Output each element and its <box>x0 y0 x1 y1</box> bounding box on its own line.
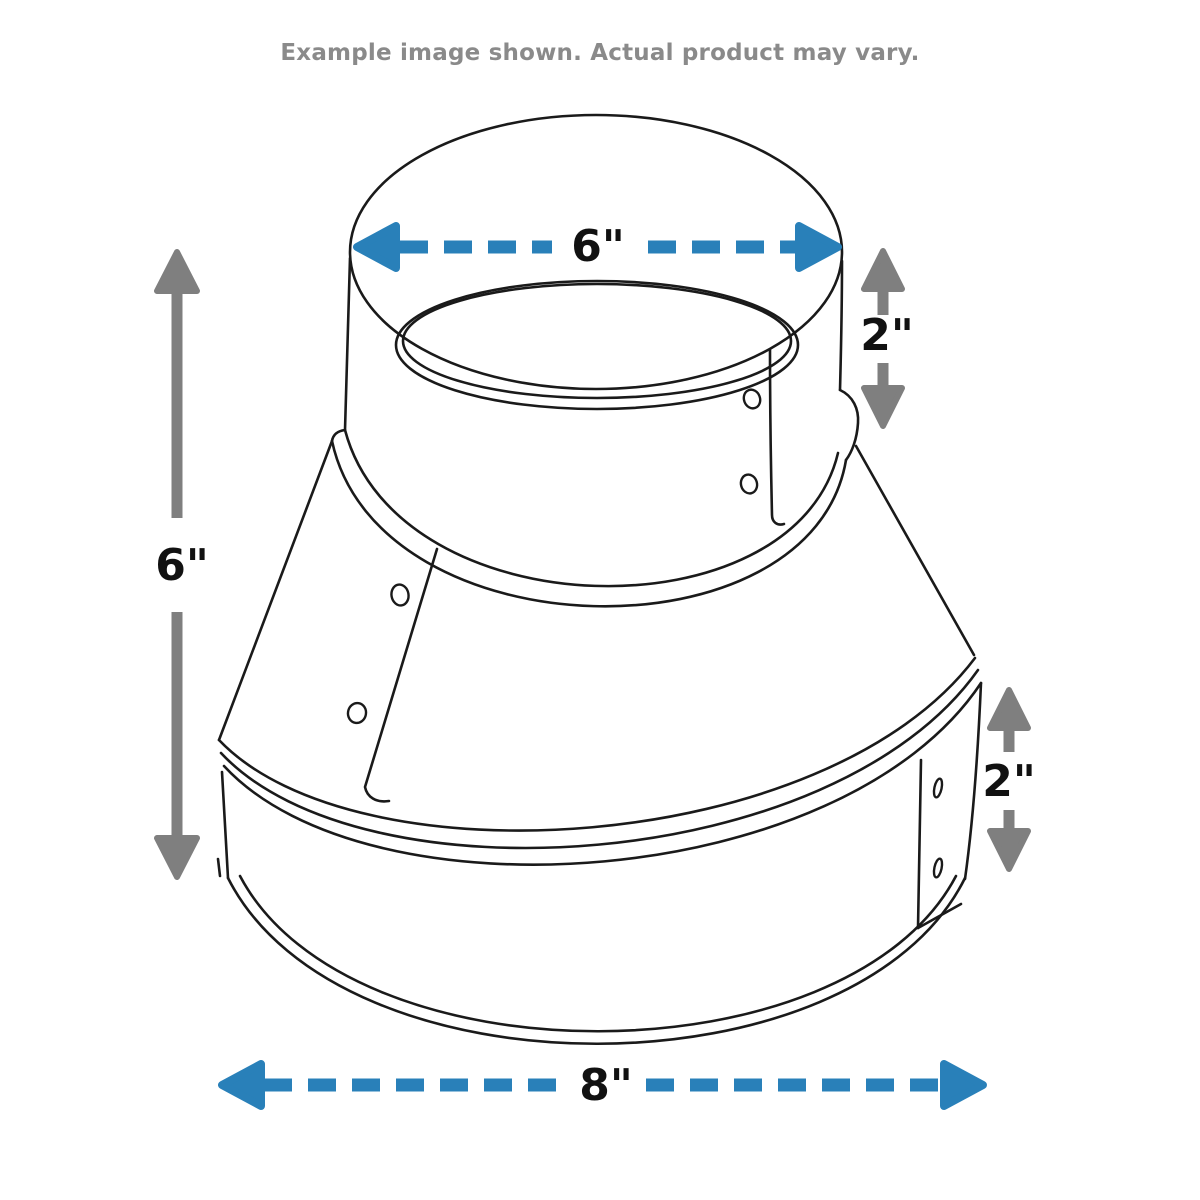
upper-band-left-edge <box>330 428 347 443</box>
upper-band-outer-arc <box>330 439 848 608</box>
arrow-right-icon <box>940 1060 987 1110</box>
cone-seam-line <box>363 547 439 803</box>
arrow-up-icon <box>154 249 200 294</box>
cone-left-slant <box>217 439 334 742</box>
top-collar-height-dimension: 2" <box>860 248 914 429</box>
bottom-rim-inner-arc <box>238 874 958 1033</box>
top-collar-right-wall <box>838 259 844 392</box>
rivet-hole <box>390 583 410 607</box>
arrow-down-icon <box>154 835 200 880</box>
bottom-collar-height-label: 2" <box>982 756 1036 807</box>
arrow-up-icon <box>987 687 1031 731</box>
top-collar-height-label: 2" <box>860 310 914 361</box>
top-collar-seam-line <box>768 348 786 526</box>
cone-right-slant <box>854 444 976 657</box>
upper-band-right-edge <box>838 388 860 462</box>
arrow-down-icon <box>987 828 1031 872</box>
bottom-collar-left-wall <box>220 770 230 880</box>
bottom-collar-left-tick <box>216 857 222 878</box>
upper-band-inner-arc <box>343 428 840 588</box>
bottom-collar-height-dimension: 2" <box>982 687 1036 872</box>
rivet-hole <box>346 701 368 725</box>
lower-band-bottom-arc <box>222 681 983 866</box>
top-opening-inner-edge <box>401 282 793 400</box>
bottom-rim-outer-arc <box>226 876 967 1046</box>
top-diameter-dimension: 6" <box>353 221 842 272</box>
arrow-left-icon <box>353 222 400 272</box>
bottom-collar-seam-line <box>916 758 923 930</box>
arrow-up-icon <box>861 248 905 292</box>
top-opening-outer-rim <box>348 113 844 391</box>
top-diameter-label: 6" <box>571 221 625 272</box>
rivet-hole <box>739 473 759 495</box>
bottom-collar-right-wall <box>963 681 983 881</box>
arrow-left-icon <box>218 1060 265 1110</box>
overall-height-label: 6" <box>155 540 209 591</box>
rivet-hole <box>742 388 762 410</box>
disclaimer-text: Example image shown. Actual product may … <box>280 40 920 66</box>
bottom-diameter-label: 8" <box>579 1060 633 1111</box>
bottom-diameter-dimension: 8" <box>218 1060 987 1111</box>
overall-height-dimension: 6" <box>154 249 209 880</box>
top-opening-inner-edge-2 <box>394 279 800 411</box>
lower-band-top-arc <box>217 656 977 832</box>
arrow-right-icon <box>795 222 842 272</box>
lower-band-middle-arc <box>219 668 980 850</box>
reducer-drawing <box>216 113 983 1046</box>
arrow-down-icon <box>861 385 905 429</box>
top-collar-left-wall <box>343 256 352 432</box>
rivet-hole <box>932 777 944 799</box>
rivet-hole <box>932 857 944 879</box>
